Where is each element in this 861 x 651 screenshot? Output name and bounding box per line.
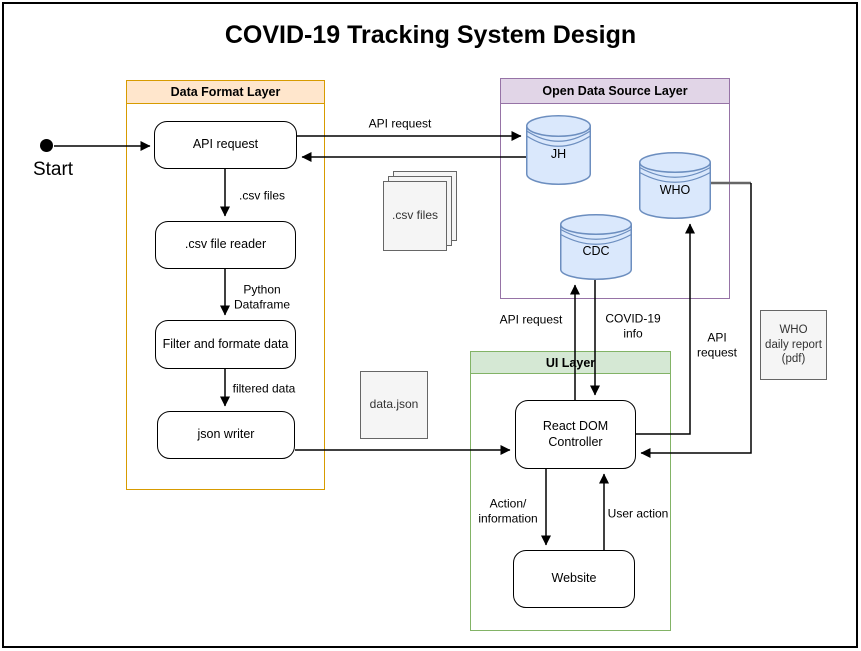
edge-label-api-request-jh: API request — [367, 116, 433, 132]
who-daily-report-document: WHO daily report (pdf) — [760, 310, 827, 380]
edge-label-user-action: User action — [606, 506, 670, 522]
data-json-document: data.json — [360, 371, 428, 439]
node-react-dom-controller: React DOM Controller — [515, 400, 636, 469]
ui-layer-container: UI Layer — [470, 351, 671, 631]
start-label: Start — [32, 159, 74, 180]
edge-label-python-dataframe: Python Dataframe — [232, 282, 292, 312]
csv-files-stack-front: .csv files — [383, 181, 447, 251]
node-website: Website — [513, 550, 635, 608]
database-cylinder-icon — [526, 115, 591, 185]
node-json-writer: json writer — [157, 411, 295, 459]
database-who-label: WHO — [659, 182, 691, 197]
node-api-request: API request — [154, 121, 297, 169]
edge-label-filtered-data: filtered data — [231, 381, 297, 397]
start-state-dot — [40, 139, 53, 152]
edge-label-covid-info: COVID-19 info — [604, 311, 662, 341]
node-csv-file-reader: .csv file reader — [155, 221, 296, 269]
edge-label-api-request-cdc: API request — [498, 312, 564, 328]
open-data-source-layer-header: Open Data Source Layer — [501, 79, 729, 104]
open-data-source-layer-container: Open Data Source Layer — [500, 78, 730, 299]
data-format-layer-header: Data Format Layer — [127, 81, 324, 104]
database-jh: JH — [526, 115, 591, 185]
edge-label-action-information: Action/ information — [477, 496, 539, 526]
ui-layer-header: UI Layer — [471, 352, 670, 374]
node-filter-and-format-data: Filter and formate data — [155, 320, 296, 369]
database-cdc-label: CDC — [582, 244, 610, 259]
database-cdc: CDC — [560, 214, 632, 280]
database-jh-label: JH — [550, 147, 567, 162]
data-format-layer-container: Data Format Layer — [126, 80, 325, 490]
database-cylinder-icon — [560, 214, 632, 280]
edge-label-csv-files: .csv files — [237, 188, 287, 204]
diagram-title: COVID-19 Tracking System Design — [224, 21, 637, 49]
database-who: WHO — [639, 152, 711, 219]
edge-label-api-request-who: API request — [695, 330, 739, 360]
